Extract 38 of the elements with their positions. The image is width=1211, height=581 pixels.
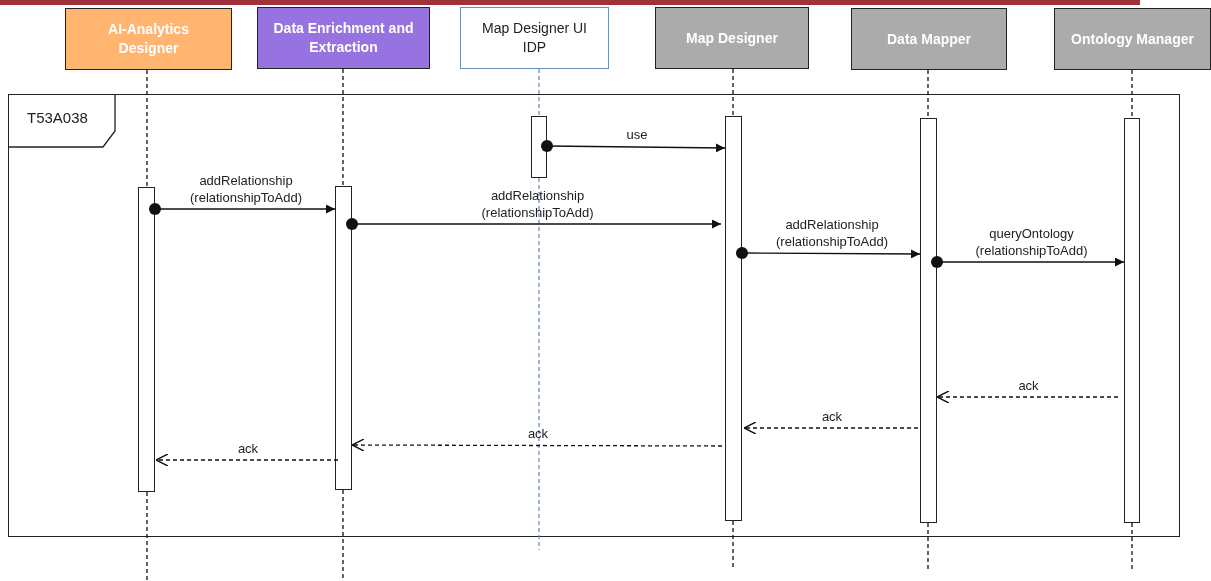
- frame-label: T53A038: [27, 109, 88, 126]
- edge-label: addRelationship (relationshipToAdd): [190, 172, 302, 206]
- lifeline: [538, 68, 540, 117]
- return-arrow: [936, 390, 1119, 404]
- edge-label: ack: [1018, 377, 1039, 394]
- lifeline: [927, 69, 929, 119]
- activation-bar: [138, 187, 155, 492]
- participant-box: Ontology Manager: [1054, 8, 1211, 70]
- edge-label: addRelationship (relationshipToAdd): [776, 216, 888, 250]
- participant-box: Map Designer UI IDP: [460, 7, 609, 69]
- participant-box: AI-Analytics Designer: [65, 8, 232, 70]
- return-arrow: [743, 421, 919, 435]
- lifeline: [342, 68, 344, 187]
- message-arrow: [541, 140, 726, 153]
- message-arrow: [736, 247, 921, 259]
- lifeline: [732, 68, 734, 117]
- edge-label: use: [626, 126, 648, 143]
- participant-box: Map Designer: [655, 7, 809, 69]
- edge-label: ack: [237, 440, 259, 457]
- lifeline: [146, 69, 148, 188]
- sequence-frame: [8, 94, 1180, 537]
- activation-bar: [1124, 118, 1140, 523]
- message-arrow: [931, 256, 1125, 268]
- edge-label: ack: [527, 425, 549, 442]
- return-arrow: [351, 438, 723, 452]
- message-arrow: [149, 203, 336, 215]
- lifeline: [1131, 69, 1133, 119]
- participant-box: Data Mapper: [851, 8, 1007, 70]
- edge-label: ack: [821, 408, 843, 425]
- message-arrow: [346, 218, 722, 230]
- activation-bar: [335, 186, 352, 490]
- activation-bar: [531, 116, 547, 178]
- edge-label: addRelationship (relationshipToAdd): [481, 187, 594, 221]
- activation-bar: [920, 118, 937, 523]
- activation-bar: [725, 116, 742, 521]
- edge-label: queryOntology (relationshipToAdd): [975, 225, 1088, 259]
- participant-box: Data Enrichment and Extraction: [257, 7, 430, 69]
- return-arrow: [155, 453, 339, 467]
